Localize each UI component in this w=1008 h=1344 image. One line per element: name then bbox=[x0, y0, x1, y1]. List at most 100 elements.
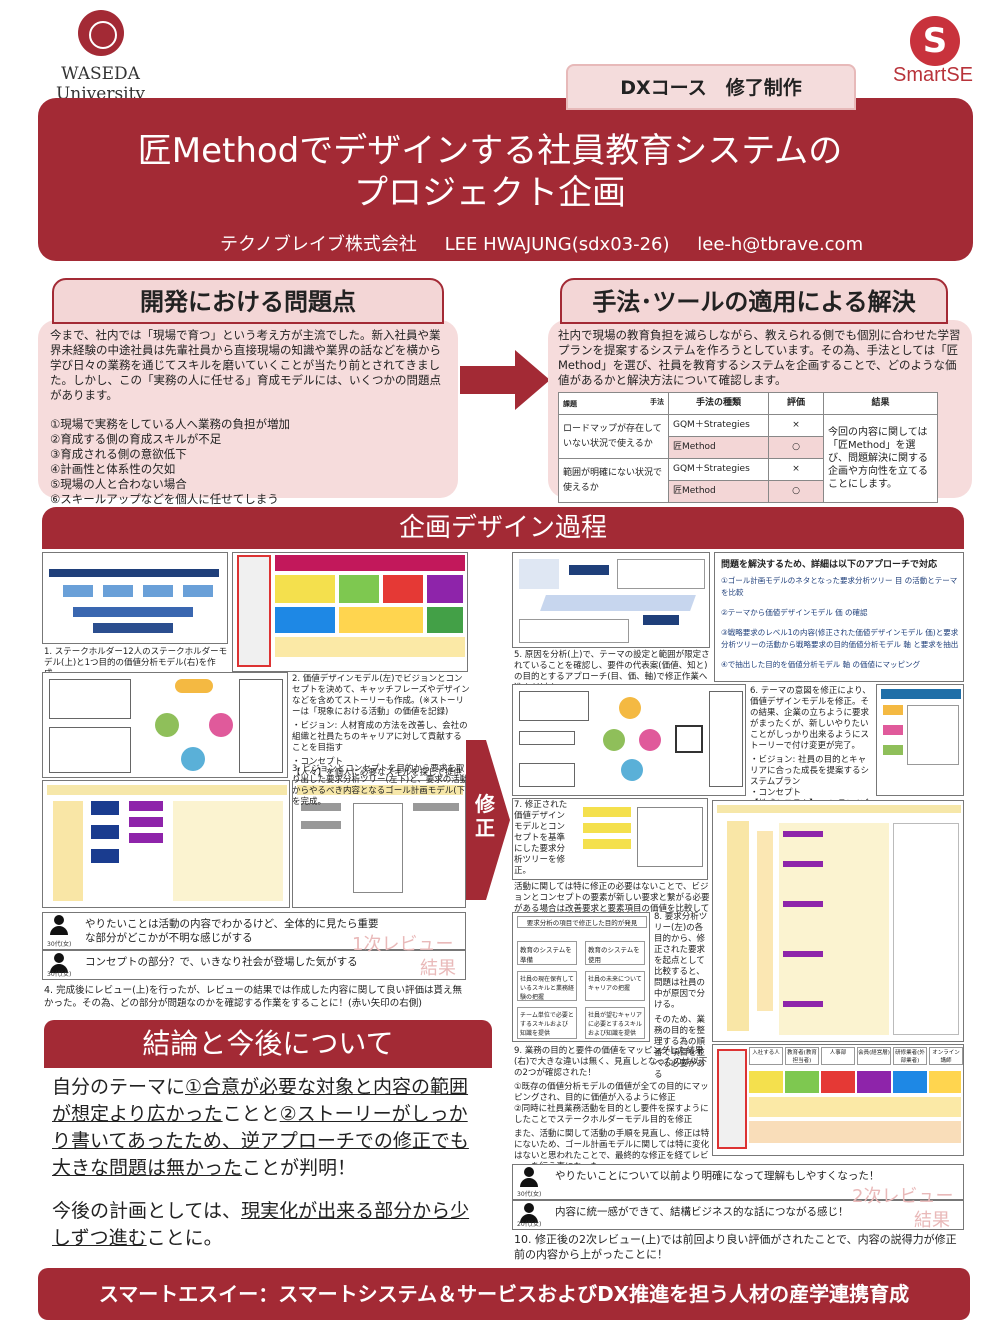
title-line-2: プロジェクト企画 bbox=[354, 173, 626, 213]
step8-text: 8. 要求分析ツリー(左)の各目的から、修正された要求を起点として比較すると、問… bbox=[654, 912, 708, 1010]
problem-item: ②育成する側の育成スキルが不足 bbox=[50, 432, 222, 446]
problem-intro: 今まで、社内では「現場で育つ」という考え方が主流でした。新入社員や業界未経験の中… bbox=[50, 328, 441, 402]
step7-caption: 7. 修正された価値デザインモデルとコンセプトを基準にした要求分析ツリーを修正。 bbox=[514, 800, 570, 877]
review1-stamp: 1次レビュー bbox=[352, 934, 454, 955]
stakeholder-label: 入社する人 bbox=[749, 1047, 783, 1065]
review1-row: 30代(女) コンセプトの部分？で、いきなり社会が登場した気がする bbox=[42, 950, 466, 980]
plan-highlight: 現実化が出来る部分から少しずつ進む bbox=[52, 1200, 470, 1249]
fix-label: 修正 bbox=[475, 792, 495, 840]
review1-row: 30代(女) やりたいことは活動の内容でわかるけど、全体的に見たら重要な部分がど… bbox=[42, 912, 466, 950]
plan-text: 今後の計画としては、 bbox=[52, 1200, 242, 1222]
conclusion-text: 自分のテーマに bbox=[52, 1076, 186, 1098]
requirement-tree-thumbnail bbox=[42, 780, 290, 908]
design-heading: 企画デザイン過程 bbox=[42, 507, 964, 549]
result-cell: 今回の内容に関しては「匠Method」を選び、問題解決に関する企画や方向性を立て… bbox=[823, 414, 938, 503]
solution-body: 社内で現場の教育負担を減らしながら、教えられる側でも個別に合わせた学習プランを提… bbox=[548, 320, 972, 503]
requirement-tree-detail: 要求分析の項目で修正した目的が発見 教育のシステムを準備 教育のシステムを使用 … bbox=[512, 912, 650, 1042]
issue-cell: 範囲が明確にない状況で使えるか bbox=[558, 458, 669, 503]
value-mapping-thumbnail: 入社する人 教育者(教育担当者) 人事部 会員(経営層) 研修業者(外部業者) … bbox=[712, 1044, 964, 1156]
review2-row: 20代(女) 内容に統一感ができて、結構ビジネス的な話につながる感じ！ bbox=[512, 1200, 964, 1230]
approach-item: ①ゴール計画モデルのネタとなった要求分析ツリー 目 の活動とテーマを比較 bbox=[721, 576, 958, 597]
stakeholder-model-thumbnail bbox=[42, 552, 228, 644]
mark-cell: × bbox=[768, 414, 824, 437]
tree-box: 教育のシステムを準備 bbox=[517, 941, 577, 965]
table-header: 評価 bbox=[768, 392, 824, 415]
tree-box: 社員の現在保有しているスキルと業務経験の把握 bbox=[517, 971, 577, 1001]
solution-intro: 社内で現場の教育負担を減らしながら、教えられる側でも個別に合わせた学習プランを提… bbox=[558, 328, 961, 387]
reviewer-age: 20代(女) bbox=[517, 1221, 542, 1228]
method-cell: 匠Method bbox=[668, 480, 769, 503]
future-plan-paragraph: 今後の計画としては、現実化が出来る部分から少しずつ進むことに。 bbox=[52, 1198, 484, 1252]
step2-text: 2. 価値デザインモデル(左)でビジョンとコンセプトを決めて、キャッチフレーズや… bbox=[292, 674, 470, 717]
smartse-s-icon: S bbox=[910, 16, 960, 66]
step9-findings: ①既存の価値分析モデルの価値が全ての目的にマッピングされ、目的に価値が入るように… bbox=[514, 1082, 709, 1125]
problem-item: ③育成される側の意欲低下 bbox=[50, 447, 187, 461]
stakeholder-label: 教育者(教育担当者) bbox=[785, 1047, 819, 1065]
stakeholder-label: 会員(経営層) bbox=[857, 1047, 891, 1065]
conclusion-highlight: ①合意が必要な対象と内容の範囲が想定より広かった bbox=[52, 1076, 469, 1125]
step6-text: 6. テーマの意図を修正により、価値デザインモデルを修正。その結果、企業の立ちよ… bbox=[750, 686, 871, 751]
review2-stamp-result: 結果 bbox=[914, 1210, 950, 1231]
tree-box: 教育のシステムを使用 bbox=[585, 941, 645, 965]
table-row: 範囲が明確にない状況で使えるか GQM＋Strategies × bbox=[558, 458, 938, 503]
title-banner bbox=[38, 98, 973, 261]
user-icon bbox=[519, 1203, 539, 1223]
review-comment: やりたいことについて以前より明確になって理解もしやすくなった！ bbox=[555, 1170, 880, 1182]
plan-text: ことに。 bbox=[146, 1227, 223, 1249]
approach-item: ③戦略要求のレベル1の内容(修正された価値デザインモデル 価)と要求分析ツリーの… bbox=[721, 628, 959, 649]
stakeholder-label: 人事部 bbox=[821, 1047, 855, 1065]
conclusion-heading: 結論と今後について bbox=[44, 1020, 492, 1068]
table-header: 手法の種類 bbox=[668, 392, 769, 415]
stakeholder-label: 研修業者(外部業者) bbox=[893, 1047, 927, 1065]
footer-banner: スマートエスイー：スマートシステム＆サービスおよびDX推進を担う人材の産学連携育… bbox=[38, 1268, 970, 1320]
approach-list: ①ゴール計画モデルのネタとなった要求分析ツリー 目 の活動とテーマを比較 ②テー… bbox=[721, 575, 959, 671]
table-row: ロードマップが存在していない状況で使えるか GQM＋Strategies × 今… bbox=[558, 414, 938, 503]
stakeholder-label: オンライン講師 bbox=[929, 1047, 963, 1065]
step9-text: 9. 業務の目的と要件の価値をマッピングした結果(右)で大きな違いは無く、見直し… bbox=[514, 1046, 708, 1078]
page-title: 匠Methodでデザインする社員教育システムの プロジェクト企画 bbox=[40, 130, 940, 214]
revised-value-design-thumbnail bbox=[512, 684, 746, 796]
value-analysis-thumbnail bbox=[232, 552, 468, 672]
method-cell: 匠Method bbox=[668, 436, 769, 459]
analysis-thumbnail bbox=[512, 552, 710, 648]
step9-caption: 9. 業務の目的と要件の価値をマッピングした結果(右)で大きな違いは無く、見直し… bbox=[514, 1046, 710, 1173]
author-line: テクノブレイブ株式会社 LEE HWAJUNG(sdx03-26) lee-h@… bbox=[220, 230, 960, 256]
solution-table: 手法 課題 手法の種類 評価 結果 ロードマップが存在していない状況で使えるか … bbox=[558, 392, 938, 503]
title-line-1: 匠Methodでデザインする社員教育システムの bbox=[137, 131, 843, 171]
mark-cell: ○ bbox=[768, 436, 824, 459]
mark-cell: ○ bbox=[768, 480, 824, 503]
goal-plan-thumbnail bbox=[292, 780, 466, 908]
review-comment: やりたいことは活動の内容でわかるけど、全体的に見たら重要な部分がどこかが不明な感… bbox=[85, 918, 379, 944]
conclusion-highlight: ②ストーリーがしっかり書いてあったため、逆アプローチでの修正でも大きな問題は無か… bbox=[52, 1103, 469, 1179]
solution-heading: 手法･ツールの適用による解決 bbox=[560, 278, 948, 324]
goal-plan-detail-thumbnail bbox=[712, 800, 964, 1042]
tree-box: チーム単位で必要とするスキルおよび知識を提供 bbox=[517, 1007, 577, 1039]
problem-item: ⑤現場の人と合わない場合 bbox=[50, 477, 187, 491]
right-arrow-icon bbox=[460, 350, 550, 410]
approach-item: ④で抽出した目的を価値分析モデル 軸 の価値にマッピング bbox=[721, 660, 920, 669]
step8-note: そのため、業務の目的を整理する為の順番で項目を並べる必要がある bbox=[654, 1015, 706, 1080]
step8-caption: 8. 要求分析ツリー(左)の各目的から、修正された要求を起点として比較すると、問… bbox=[654, 912, 708, 1081]
value-design-thumbnail bbox=[42, 672, 288, 778]
conclusion-paragraph: 自分のテーマに①合意が必要な対象と内容の範囲が想定より広かったことと②ストーリー… bbox=[52, 1074, 484, 1182]
author-name: LEE HWAJUNG(sdx03-26) bbox=[444, 234, 670, 255]
table-header: 結果 bbox=[823, 392, 938, 415]
conclusion-text: ことが判明！ bbox=[242, 1157, 357, 1179]
fix-arrow-icon bbox=[466, 740, 510, 900]
issue-col-label: 課題 bbox=[563, 400, 577, 408]
tree-box: 社員が望むキャリアに必要とするスキルおよび知識を提供 bbox=[585, 1007, 645, 1039]
table-row: 匠Method ○ bbox=[559, 480, 938, 503]
problem-heading: 開発における問題点 bbox=[52, 278, 444, 324]
user-icon bbox=[49, 953, 69, 973]
smartse-logo: S SmartSE bbox=[868, 16, 998, 86]
review2-row: 30代(女) やりたいことについて以前より明確になって理解もしやすくなった！ bbox=[512, 1164, 964, 1200]
approach-item: ②テーマから価値デザインモデル 価 の確認 bbox=[721, 608, 868, 617]
reviewer-age: 30代(女) bbox=[47, 941, 72, 948]
user-icon bbox=[519, 1167, 539, 1187]
step3-caption: 3. ビジョンとコンセプトを目的から要求を取り出した要求分析ツリー(左下)と、要… bbox=[292, 764, 469, 807]
problem-item: ⑥スキールアップなどを個人に任せてしまう bbox=[50, 492, 279, 506]
waseda-logo: WASEDA University bbox=[18, 10, 183, 104]
course-tab: DXコース 修了制作 bbox=[566, 64, 856, 110]
problem-item: ④計画性と体系性の欠如 bbox=[50, 462, 176, 476]
reviewer-age: 30代(女) bbox=[47, 971, 72, 978]
